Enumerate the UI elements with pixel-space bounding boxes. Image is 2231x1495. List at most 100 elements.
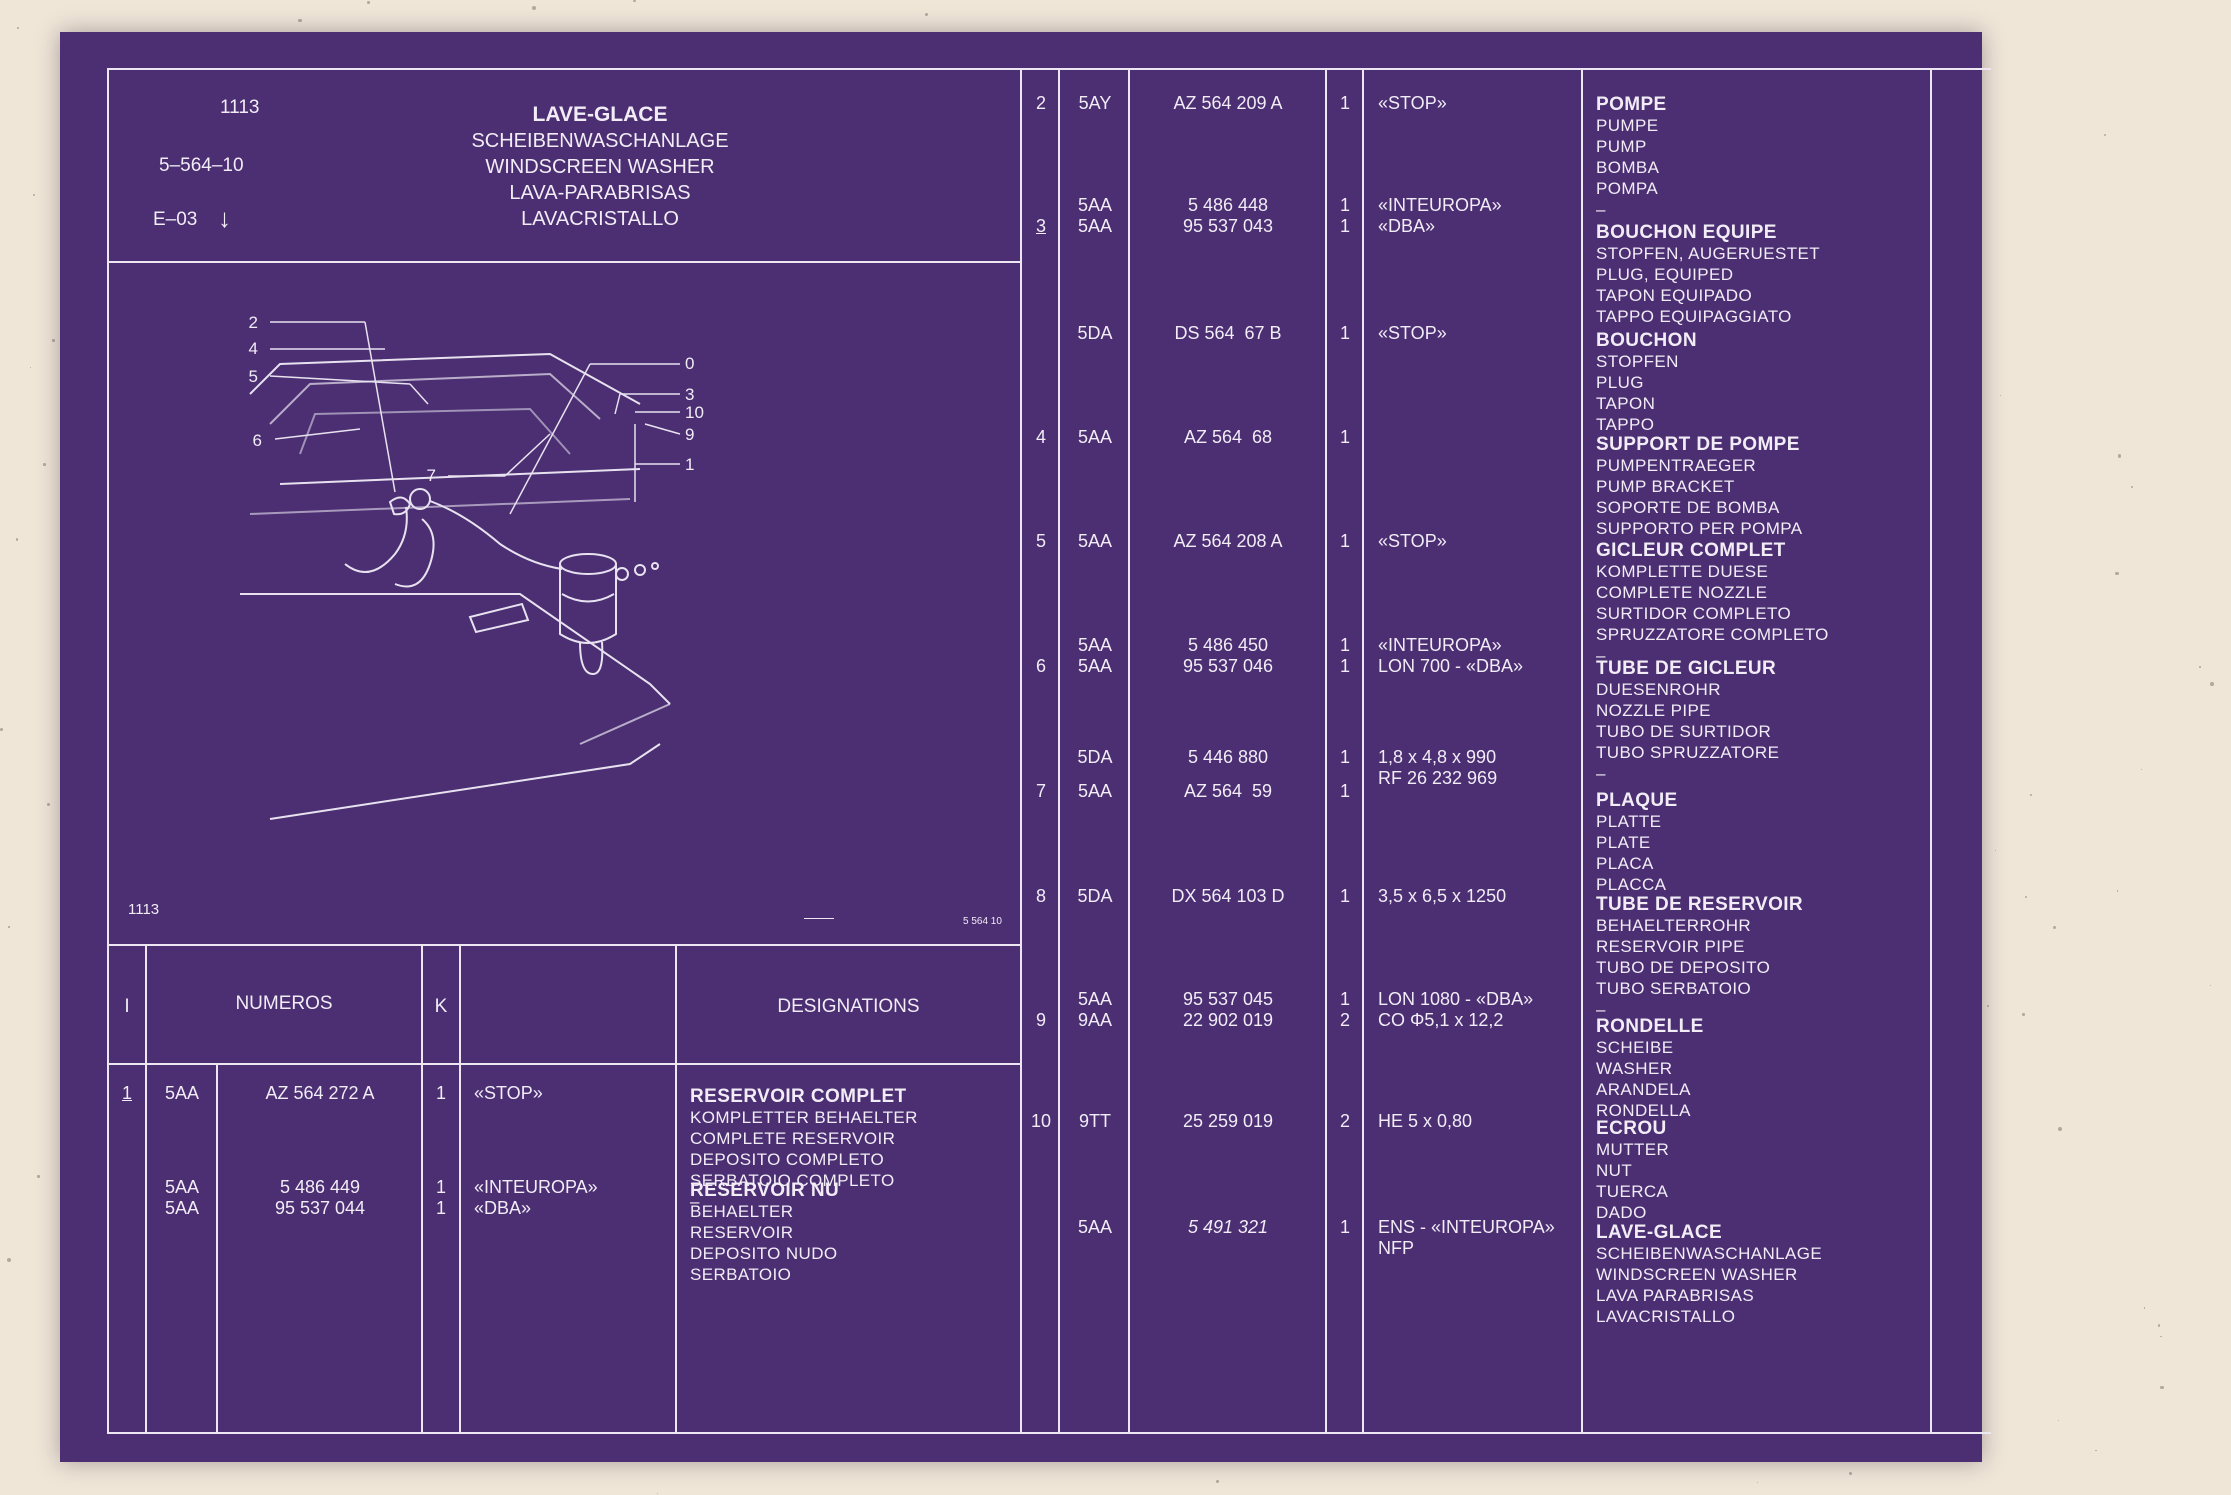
part-note: «STOP» (1378, 93, 1447, 113)
center-divider (1020, 68, 1022, 1434)
col-sep (1058, 68, 1060, 1434)
designation-line: WINDSCREEN WASHER (1596, 1265, 1798, 1284)
designation-line: NOZZLE PIPE (1596, 701, 1711, 720)
designation-line: TUBO DE DEPOSITO (1596, 958, 1771, 977)
designation-line: TUBO SPRUZZATORE (1596, 743, 1780, 762)
title-line: LAVE-GLACE (532, 103, 668, 126)
designation-line: – (1596, 764, 1606, 783)
col-sep (421, 944, 423, 1434)
speck (633, 0, 636, 3)
row-index: 4 (1035, 427, 1046, 447)
part-repere: 5DA (1077, 323, 1113, 343)
designation-line: SERBATOIO COMPLETO (690, 1171, 895, 1190)
speck (2160, 1385, 2164, 1390)
part-repere: 5AA (1077, 989, 1113, 1009)
designation-line: ECROU (1596, 1118, 1667, 1139)
part-note: «DBA» (1378, 216, 1436, 236)
designation-line: PLATTE (1596, 812, 1662, 831)
speck (32, 194, 35, 197)
part-number: AZ 564 68 (1183, 427, 1273, 447)
designation-line: PLUG (1596, 373, 1644, 392)
speck (2198, 666, 2201, 668)
part-repere: 5AA (1077, 635, 1113, 655)
speck (1848, 1471, 1853, 1476)
part-repere: 5AY (1078, 93, 1112, 113)
speck (925, 12, 929, 16)
diagram-code-right: 5 564 10 (963, 916, 1002, 927)
col-sep (1325, 68, 1327, 1434)
designation-line: RESERVOIR COMPLET (690, 1086, 907, 1107)
designation-line: KOMPLETTER BEHAELTER (690, 1108, 918, 1127)
designation-line: BEHAELTER (690, 1202, 794, 1221)
speck (2157, 1324, 2160, 1327)
col-sep (459, 944, 461, 1434)
speck (2058, 1420, 2060, 1422)
designation-line: SERBATOIO (690, 1265, 792, 1284)
callout-number: 10 (685, 403, 704, 422)
speck (2209, 682, 2214, 686)
part-quantity: 1 (435, 1198, 446, 1218)
speck (2104, 133, 2107, 136)
designation-line: KOMPLETTE DUESE (1596, 562, 1769, 581)
part-note: ENS - «INTEUROPA» (1378, 1217, 1555, 1237)
callout-number: 0 (685, 354, 694, 373)
designation-line: DUESENROHR (1596, 680, 1721, 699)
row-index: 7 (1035, 781, 1046, 801)
speck (2159, 1335, 2162, 1338)
designation-line: POMPA (1596, 179, 1659, 198)
callout-number: 3 (685, 385, 694, 404)
part-quantity: 1 (1339, 989, 1350, 1009)
part-quantity: 1 (1339, 635, 1350, 655)
part-repere: 5AA (164, 1177, 200, 1197)
part-repere: 5DA (1077, 886, 1113, 906)
designation-line: RONDELLE (1596, 1016, 1704, 1037)
row-index: 10 (1030, 1111, 1052, 1131)
part-quantity: 1 (1339, 531, 1350, 551)
part-number: DS 564 67 B (1174, 323, 1282, 343)
row-index: 3 (1035, 216, 1046, 236)
designation-line: ARANDELA (1596, 1080, 1691, 1099)
designation-line: – (1596, 200, 1606, 219)
sheet-code: 1113 (220, 97, 260, 118)
part-note: «STOP» (474, 1083, 543, 1103)
part-repere: 5AA (1077, 216, 1113, 236)
speck (15, 537, 19, 541)
part-number: DX 564 103 D (1171, 886, 1285, 906)
speck (2116, 890, 2119, 892)
title-line: SCHEIBENWASCHANLAGE (471, 130, 729, 152)
part-note: «STOP» (1378, 531, 1447, 551)
speck (0, 728, 3, 731)
designation-line: GICLEUR COMPLET (1596, 540, 1786, 561)
designation-line: BOUCHON (1596, 330, 1697, 351)
designation-line: PLACA (1596, 854, 1654, 873)
part-note: «DBA» (474, 1198, 532, 1218)
part-quantity: 2 (1339, 1111, 1350, 1131)
part-number: 22 902 019 (1182, 1010, 1274, 1030)
part-number: 25 259 019 (1182, 1111, 1274, 1131)
designation-line: PUMP (1596, 137, 1647, 156)
col-sep (675, 944, 677, 1434)
part-repere: 5AA (1077, 427, 1113, 447)
part-number: 5 486 450 (1187, 635, 1269, 655)
speck (1987, 1004, 1990, 1007)
part-repere: 9AA (1077, 1010, 1113, 1030)
designation-line: TAPPO (1596, 415, 1655, 434)
designation-line: SOPORTE DE BOMBA (1596, 498, 1780, 517)
col-head-index: I (124, 996, 130, 1017)
col-head-k: K (434, 996, 448, 1017)
designation-line: TUBO SERBATOIO (1596, 979, 1752, 998)
diagram-divider (107, 944, 1021, 946)
designation-line: BOUCHON EQUIPE (1596, 222, 1777, 243)
frame-top (107, 68, 1991, 70)
part-number: AZ 564 209 A (1173, 93, 1283, 113)
col-head-numbers: NUMEROS (235, 993, 333, 1014)
speck (2143, 1307, 2146, 1309)
designation-line: PLAQUE (1596, 790, 1678, 811)
part-quantity: 1 (1339, 216, 1350, 236)
designation-line: STOPFEN, AUGERUESTET (1596, 244, 1821, 263)
